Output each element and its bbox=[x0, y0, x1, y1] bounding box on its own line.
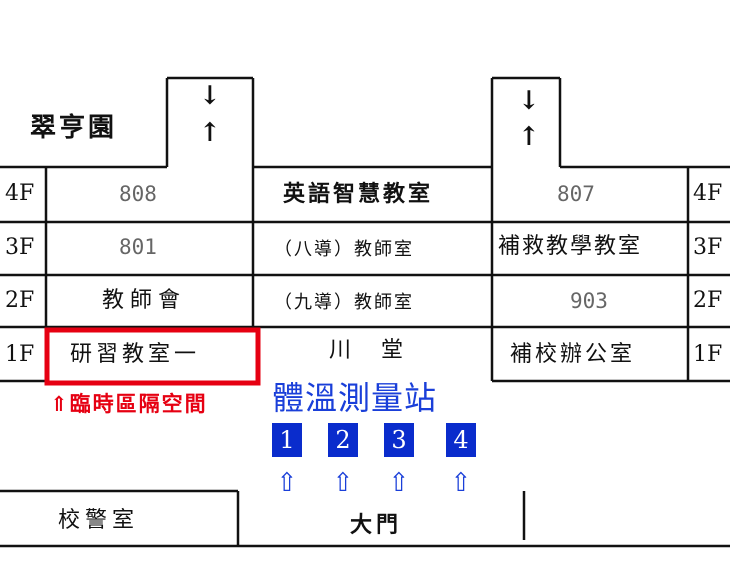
stair-up-arrow-left: ↑ bbox=[199, 118, 221, 148]
floor-label-left-1f: 1F bbox=[5, 342, 35, 367]
stair-down-arrow-left: ↓ bbox=[199, 81, 221, 111]
room-grade8-teachers-office: （八導）教師室 bbox=[274, 239, 414, 260]
room-training-classroom-1: 研習教室一 bbox=[70, 342, 201, 367]
corridor-label: 翠亨園 bbox=[30, 113, 118, 143]
room-english-smart-classroom: 英語智慧教室 bbox=[283, 181, 434, 207]
temperature-station-title: 體溫測量站 bbox=[272, 379, 438, 417]
room-grade9-teachers-office: （九導）教師室 bbox=[274, 292, 414, 313]
highlight-box bbox=[44, 327, 261, 386]
floor-label-right-4f: 4F bbox=[693, 181, 723, 206]
station-4: 4 bbox=[446, 423, 476, 457]
isolation-label-text: 臨時區隔空間 bbox=[69, 391, 208, 416]
station-3-arrow-icon: ⇧ bbox=[388, 468, 410, 498]
station-2: 2 bbox=[328, 423, 358, 457]
floor-label-left-4f: 4F bbox=[5, 181, 35, 206]
floor-label-right-1f: 1F bbox=[693, 342, 723, 367]
floor-label-right-3f: 3F bbox=[693, 235, 723, 260]
room-807: 807 bbox=[557, 182, 595, 206]
isolation-arrow-icon: ⇑ bbox=[50, 391, 70, 416]
station-1-arrow-icon: ⇧ bbox=[276, 468, 298, 498]
floor-label-left-3f: 3F bbox=[5, 235, 35, 260]
station-4-arrow-icon: ⇧ bbox=[450, 468, 472, 498]
stair-down-arrow-right: ↓ bbox=[518, 86, 540, 116]
isolation-space-label: ⇑臨時區隔空間 bbox=[50, 393, 208, 414]
room-808: 808 bbox=[119, 182, 157, 206]
station-3: 3 bbox=[384, 423, 414, 457]
station-2-arrow-icon: ⇧ bbox=[332, 468, 354, 498]
room-903: 903 bbox=[570, 289, 608, 313]
room-remedial-classroom: 補救教學教室 bbox=[498, 234, 643, 259]
stair-up-arrow-right: ↑ bbox=[518, 122, 540, 152]
guard-room-label: 校警室 bbox=[58, 508, 140, 533]
room-801: 801 bbox=[119, 235, 157, 259]
floor-label-left-2f: 2F bbox=[5, 288, 35, 313]
room-corridor-hall: 川 堂 bbox=[329, 338, 408, 363]
station-1: 1 bbox=[272, 423, 302, 457]
floor-label-right-2f: 2F bbox=[693, 288, 723, 313]
room-night-school-office: 補校辦公室 bbox=[510, 342, 636, 367]
room-teachers-union: 教師會 bbox=[102, 288, 187, 313]
main-gate-label: 大門 bbox=[350, 512, 403, 538]
